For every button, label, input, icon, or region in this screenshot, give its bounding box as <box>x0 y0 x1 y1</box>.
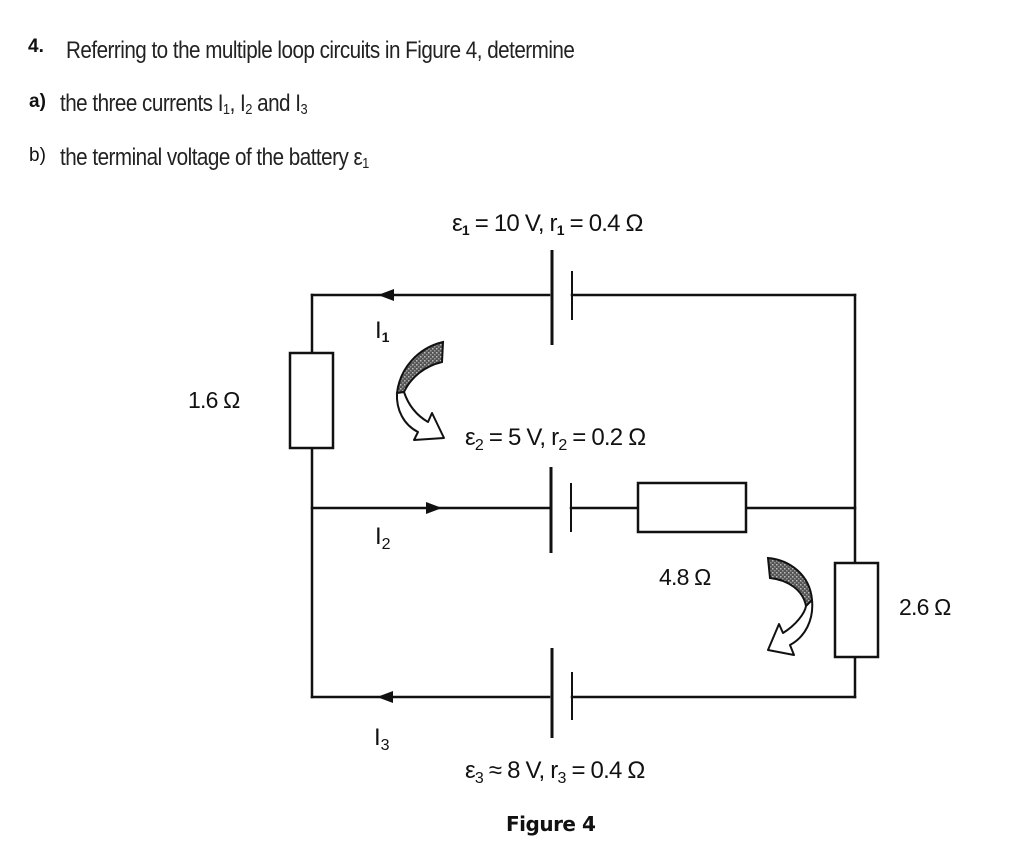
resistor-1-6-ohm <box>288 351 335 450</box>
current-i2-label: I2 <box>375 523 391 553</box>
resistor-4-8-ohm-label: 4.8 Ω <box>659 564 711 590</box>
resistor-4-8-ohm <box>636 481 748 534</box>
resistor-1-6-ohm-label: 1.6 Ω <box>188 387 240 413</box>
battery-e1-label: ε1 = 10 V, r1 = 0.4 Ω <box>452 210 643 238</box>
figure-caption: Figure 4 <box>506 812 596 836</box>
loop-arrow-lower-clockwise-icon <box>766 556 814 656</box>
question-number: 4. <box>28 36 44 57</box>
current-i3-label: I3 <box>374 724 390 754</box>
part-a-label: a) <box>29 91 46 112</box>
resistor-2-6-ohm-label: 2.6 Ω <box>899 594 951 620</box>
arrow-left-icon <box>378 289 394 301</box>
part-b-label: b) <box>29 145 46 166</box>
question-prompt: Referring to the multiple loop circuits … <box>66 37 575 64</box>
battery-e3 <box>550 648 573 738</box>
resistor-2-6-ohm <box>833 561 880 659</box>
part-b-text: the terminal voltage of the battery ε1 <box>60 144 369 172</box>
battery-e2-label: ε2 = 5 V, r2 = 0.2 Ω <box>465 424 645 454</box>
battery-e1 <box>550 250 573 345</box>
battery-e3-label: ε3 ≈ 8 V, r3 = 0.4 Ω <box>465 757 645 787</box>
arrow-left-icon <box>377 691 393 703</box>
part-a-text: the three currents I1, I2 and I3 <box>60 90 308 118</box>
loop-arrow-upper-clockwise-icon <box>395 340 445 441</box>
current-i1-label: I1 <box>375 317 390 345</box>
battery-e2 <box>549 467 572 553</box>
arrow-right-icon <box>426 502 442 514</box>
